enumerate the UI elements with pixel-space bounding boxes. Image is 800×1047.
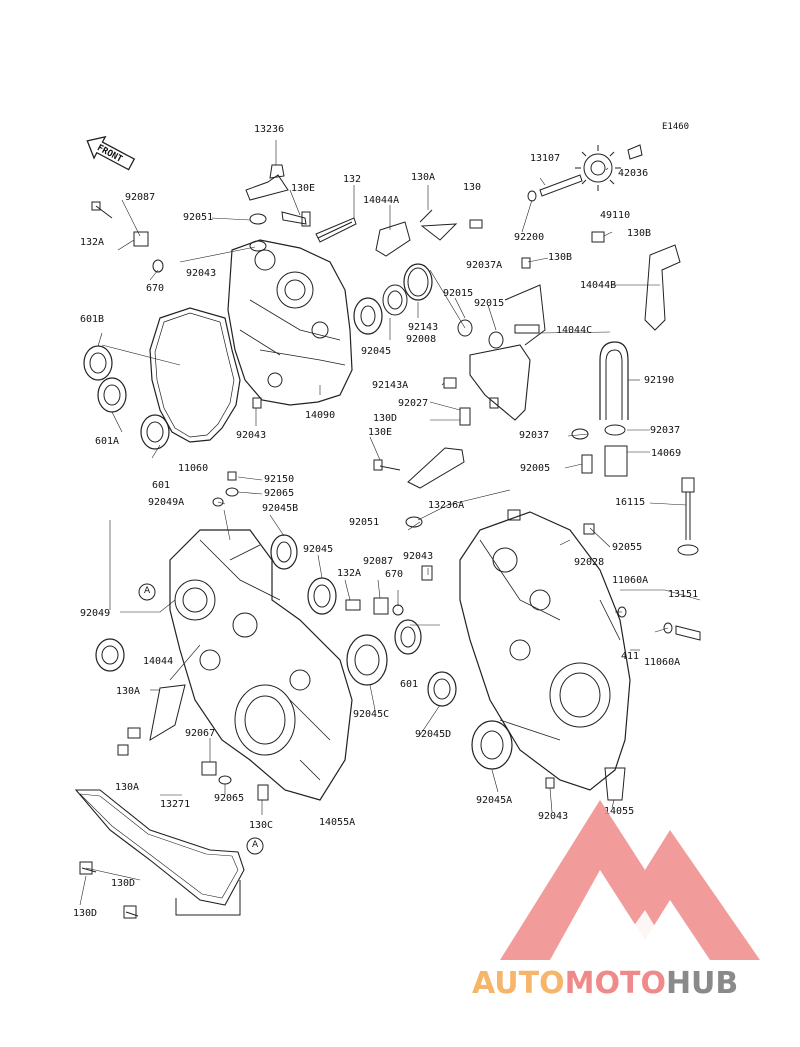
part-label: 130A [115, 782, 140, 793]
part-label: 130B [627, 228, 652, 239]
part-label: 92008 [406, 334, 437, 345]
part-label: 670 [146, 283, 165, 294]
part-label: 130E [368, 427, 393, 438]
crankcase-14055 [459, 511, 631, 791]
part-label: 16115 [615, 497, 646, 508]
part-label: 14044B [580, 280, 617, 291]
marker-a-upper-text: A [144, 586, 151, 596]
part-label: 13107 [530, 153, 561, 164]
part-label: 92143 [408, 322, 439, 333]
part-label: 14044A [363, 195, 400, 206]
part-label: 92043 [236, 430, 267, 441]
part-label: 13236A [428, 500, 465, 511]
gasket-13271 [74, 789, 245, 906]
part-label: 92055 [612, 542, 643, 553]
crankcase-14055A [169, 529, 353, 801]
part-label: 11060A [612, 575, 649, 586]
part-label: 92043 [186, 268, 217, 279]
part-label: 130A [411, 172, 436, 183]
part-label: 130D [111, 878, 136, 889]
part-label: 132A [80, 237, 105, 248]
part-label: 49110 [600, 210, 631, 221]
part-label: 92037A [466, 260, 503, 271]
part-label: 14055A [319, 817, 356, 828]
part-label: 92037 [519, 430, 550, 441]
part-label: 130C [249, 820, 274, 831]
part-label: 92190 [644, 375, 675, 386]
ref-code: E1460 [662, 122, 690, 132]
part-label: 13151 [668, 589, 699, 600]
marker-a-lower-text: A [252, 840, 259, 850]
part-label: 92087 [125, 192, 156, 203]
part-label: 92065 [214, 793, 245, 804]
part-label: 92045 [361, 346, 392, 357]
wordmark-moto: MOTO [564, 966, 666, 1001]
part-label: 11060A [644, 657, 681, 668]
part-label: 92045 [303, 544, 334, 555]
part-label: 92143A [372, 380, 409, 391]
part-label: 130 [463, 182, 482, 193]
part-label: 92015 [443, 288, 474, 299]
part-label: 601 [400, 679, 419, 690]
part-label: 130E [291, 183, 316, 194]
part-label: 92045D [415, 729, 452, 740]
part-label: 11060 [178, 463, 209, 474]
part-label: 92043 [403, 551, 434, 562]
part-label: 92067 [185, 728, 216, 739]
part-label: 92049 [80, 608, 111, 619]
part-label: 601A [95, 436, 120, 447]
part-label: 601B [80, 314, 105, 325]
part-label: 130D [373, 413, 398, 424]
part-label: 92150 [264, 474, 295, 485]
marker-a-lower [246, 837, 264, 855]
part-label: 92049A [148, 497, 185, 508]
part-label: 92065 [264, 488, 295, 499]
part-label: 13271 [160, 799, 191, 810]
automotohub-wordmark: AUTOMOTOHUB [472, 966, 738, 1001]
bolt-132 [315, 217, 357, 243]
part-label: 411 [621, 651, 640, 662]
part-label: 670 [385, 569, 404, 580]
part-label: 130A [116, 686, 141, 697]
part-label: 132A [337, 568, 362, 579]
wordmark-auto: AUTO [472, 966, 565, 1001]
gasket-11060 [149, 307, 241, 443]
marker-a-upper [138, 583, 156, 601]
part-label: 601 [152, 480, 171, 491]
part-label: 42036 [618, 168, 649, 179]
part-label: 132 [343, 174, 362, 185]
part-label: 14055 [604, 806, 635, 817]
part-label: 92015 [474, 298, 505, 309]
part-label: 14090 [305, 410, 336, 421]
part-label: 14044C [556, 325, 593, 336]
gear-49110 [575, 145, 621, 191]
part-label: 92045C [353, 709, 390, 720]
part-label: 92005 [520, 463, 551, 474]
part-label: 92028 [574, 557, 605, 568]
part-label: 130D [73, 908, 98, 919]
wordmark-hub: HUB [665, 966, 739, 1001]
part-label: 13236 [254, 124, 285, 135]
part-label: 92087 [363, 556, 394, 567]
part-label: 14044 [143, 656, 174, 667]
part-label: 130B [548, 252, 573, 263]
part-label: 92200 [514, 232, 545, 243]
crankcase-cover-14090 [227, 239, 353, 406]
automotohub-logo [500, 800, 760, 960]
part-label: 92037 [650, 425, 681, 436]
part-label: 92051 [183, 212, 214, 223]
part-label: 14069 [651, 448, 682, 459]
front-arrow-icon [86, 135, 136, 171]
part-label: 92051 [349, 517, 380, 528]
part-label: 92045A [476, 795, 513, 806]
part-label: 92027 [398, 398, 429, 409]
part-label: 92043 [538, 811, 569, 822]
part-label: 92045B [262, 503, 299, 514]
